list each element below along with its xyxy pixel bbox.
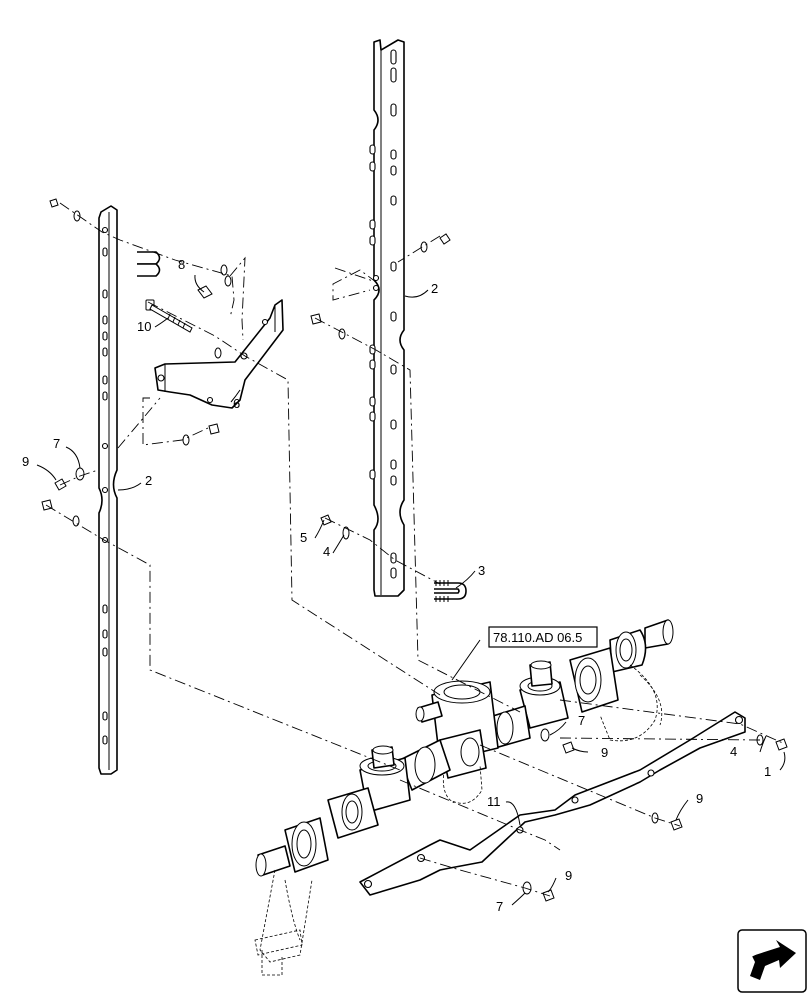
callout-2-right: 2	[431, 281, 438, 296]
callout-4-lower: 4	[730, 744, 737, 759]
bar-right-holes	[369, 49, 397, 579]
valve-assembly	[254, 619, 674, 976]
callout-9-right: 9	[696, 791, 703, 806]
callout-8: 8	[178, 257, 185, 272]
callout-3: 3	[478, 563, 485, 578]
callout-9-left: 9	[22, 454, 29, 469]
reference-link[interactable]: 78.110.AD 06.5	[488, 626, 598, 648]
callout-10: 10	[137, 319, 151, 334]
callout-9-bottom: 9	[565, 868, 572, 883]
assembly-centerlines	[45, 202, 786, 897]
u-bolt-upper	[137, 251, 161, 277]
bar-left-holes	[101, 226, 109, 745]
callout-7-left: 7	[53, 436, 60, 451]
callout-7-mid: 7	[578, 713, 585, 728]
leader-lines	[36, 274, 786, 906]
reference-label[interactable]: 78.110.AD 06.5	[493, 630, 582, 645]
callout-5: 5	[300, 530, 307, 545]
next-page-arrow-icon[interactable]	[737, 929, 807, 993]
callout-2-left: 2	[145, 473, 152, 488]
callout-1: 1	[764, 764, 771, 779]
bracket-6	[154, 299, 284, 409]
callout-11: 11	[487, 794, 501, 809]
vertical-bar-right	[369, 39, 405, 597]
callout-4-upper: 4	[323, 544, 330, 559]
callout-6: 6	[233, 396, 240, 411]
callout-labels: 8 10 6 2 2 7 9 5 4 3 4 1 7 9 9 11 7 9	[22, 257, 771, 914]
vertical-bar-left	[98, 205, 118, 775]
callout-9-mid: 9	[601, 745, 608, 760]
callout-7-bottom: 7	[496, 899, 503, 914]
